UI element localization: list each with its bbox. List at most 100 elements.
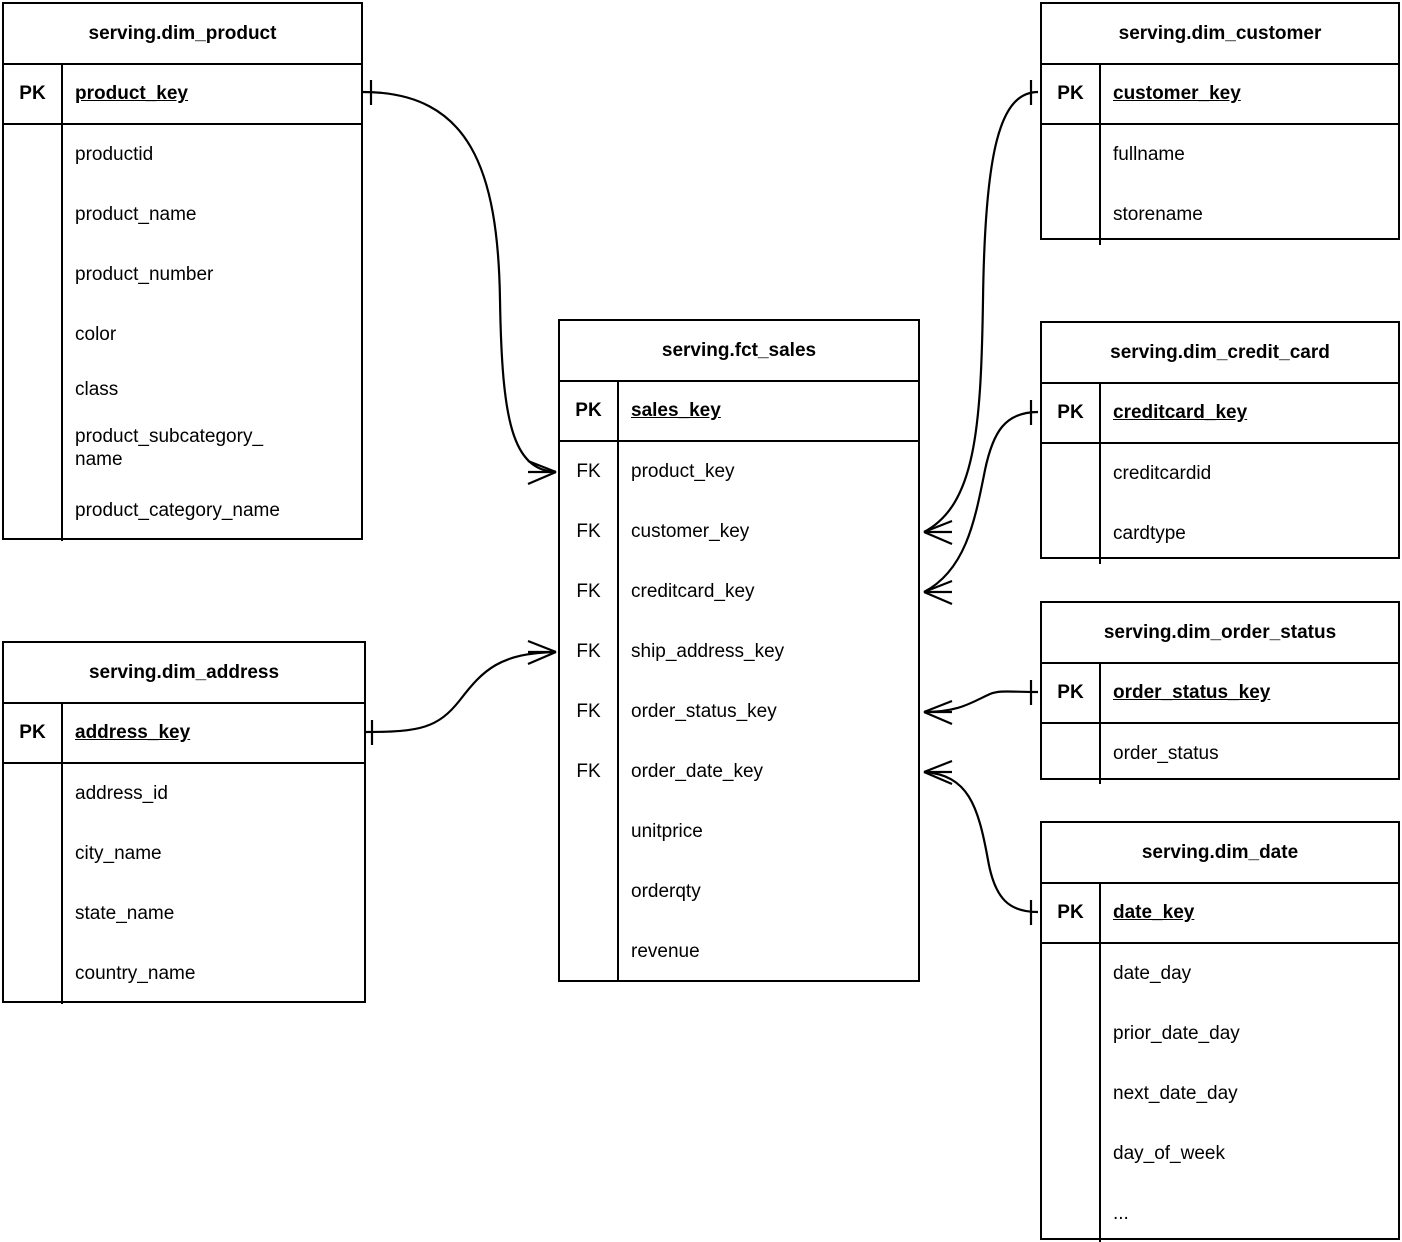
attribute-row: address_id [75,783,168,805]
attribute-gutter [560,802,619,982]
attribute-list-dim-customer: fullname storename [1101,125,1398,245]
field-row-product-key[interactable]: FK product_key [560,442,918,502]
attribute-row: product_number [75,264,214,286]
field-row-ship-address-key[interactable]: FK ship_address_key [560,622,918,682]
entity-title-dim-date: serving.dim_date [1042,823,1398,884]
key-tag-fk: FK [560,442,619,502]
attribute-row: storename [1113,204,1203,226]
field-row-order-date-key[interactable]: FK order_date_key [560,742,918,802]
relationship-product-sales [362,80,557,486]
field-name-creditcard-key: creditcard_key [631,581,755,603]
key-tag-fk: FK [560,682,619,742]
field-row-date-key[interactable]: PK date_key [1042,884,1398,944]
attribute-row: fullname [1113,144,1185,166]
field-name-customer-key: customer_key [1113,83,1241,105]
entity-title-dim-product: serving.dim_product [4,4,361,65]
attribute-row: product_name [75,204,197,226]
key-tag-fk: FK [560,742,619,802]
attribute-row: order_status [1113,743,1219,765]
attribute-row: city_name [75,843,162,865]
attribute-block-dim-credit-card: creditcardid cardtype [1042,444,1398,564]
attribute-row: color [75,324,117,346]
field-name-ship-address-key: ship_address_key [631,641,785,663]
field-name-order-status-key: order_status_key [631,701,777,723]
attribute-row: cardtype [1113,523,1186,545]
attribute-block-dim-product: productid product_name product_number co… [4,125,361,541]
field-name-order-date-key: order_date_key [631,761,764,783]
entity-dim-address[interactable]: serving.dim_address PK address_key addre… [2,641,366,1004]
field-name-address-key: address_key [75,722,191,744]
attribute-gutter [1042,444,1101,564]
key-tag-pk: PK [1042,65,1101,123]
attribute-row: ... [1113,1203,1129,1225]
entity-dim-customer[interactable]: serving.dim_customer PK customer_key ful… [1040,2,1400,245]
attribute-row: creditcardid [1113,463,1212,485]
attribute-block-fct-sales: unitprice orderqty revenue [560,802,918,982]
attribute-row: class [75,379,119,401]
attribute-row: product_category_name [75,500,280,522]
field-row-customer-key[interactable]: FK customer_key [560,502,918,562]
entity-fct-sales[interactable]: serving.fct_sales PK sales_key FK produc… [558,319,920,982]
key-tag-pk: PK [4,65,63,123]
entity-title-dim-credit-card: serving.dim_credit_card [1042,323,1398,384]
key-tag-pk: PK [1042,664,1101,722]
key-tag-pk: PK [4,704,63,762]
entity-title-dim-address: serving.dim_address [4,643,364,704]
field-name-creditcard-key: creditcard_key [1113,402,1248,424]
key-tag-pk: PK [1042,884,1101,942]
field-row-creditcard-key[interactable]: FK creditcard_key [560,562,918,622]
attribute-row: prior_date_day [1113,1023,1240,1045]
entity-dim-order-status[interactable]: serving.dim_order_status PK order_status… [1040,601,1400,784]
field-row-creditcard-key[interactable]: PK creditcard_key [1042,384,1398,444]
attribute-list-dim-address: address_id city_name state_name country_… [63,764,364,1004]
field-row-address-key[interactable]: PK address_key [4,704,364,764]
field-row-order-status-key[interactable]: FK order_status_key [560,682,918,742]
attribute-row: unitprice [631,821,703,843]
field-name-date-key: date_key [1113,902,1195,924]
attribute-list-dim-order-status: order_status [1101,724,1398,784]
key-tag-pk: PK [1042,384,1101,442]
attribute-block-dim-address: address_id city_name state_name country_… [4,764,364,1004]
attribute-gutter [1042,944,1101,1242]
attribute-list-dim-product: productid product_name product_number co… [63,125,361,541]
relationship-orderstatus-sales [923,680,1039,726]
relationship-customer-sales [923,80,1039,546]
field-name-product-key: product_key [75,83,188,105]
attribute-row: product_subcategory_ name [75,425,264,470]
entity-dim-product[interactable]: serving.dim_product PK product_key produ… [2,2,363,541]
relationship-date-sales [923,759,1039,925]
attribute-list-fct-sales: unitprice orderqty revenue [619,802,918,982]
attribute-gutter [1042,125,1101,245]
key-tag-fk: FK [560,502,619,562]
attribute-block-dim-customer: fullname storename [1042,125,1398,245]
attribute-row: orderqty [631,881,701,903]
attribute-row: state_name [75,903,175,925]
entity-title-dim-customer: serving.dim_customer [1042,4,1398,65]
attribute-row: next_date_day [1113,1083,1238,1105]
key-tag-fk: FK [560,622,619,682]
key-tag-pk: PK [560,382,619,440]
attribute-row: date_day [1113,963,1192,985]
attribute-block-dim-order-status: order_status [1042,724,1398,784]
entity-dim-credit-card[interactable]: serving.dim_credit_card PK creditcard_ke… [1040,321,1400,564]
attribute-row: country_name [75,963,196,985]
entity-title-dim-order-status: serving.dim_order_status [1042,603,1398,664]
field-name-product-key: product_key [631,461,735,483]
attribute-gutter [4,125,63,541]
attribute-block-dim-date: date_day prior_date_day next_date_day da… [1042,944,1398,1242]
attribute-list-dim-credit-card: creditcardid cardtype [1101,444,1398,564]
attribute-gutter [4,764,63,1004]
field-row-customer-key[interactable]: PK customer_key [1042,65,1398,125]
attribute-row: revenue [631,941,700,963]
relationship-address-sales [365,639,557,745]
field-row-order-status-key[interactable]: PK order_status_key [1042,664,1398,724]
attribute-gutter [1042,724,1101,784]
field-row-sales-key[interactable]: PK sales_key [560,382,918,442]
attribute-row: day_of_week [1113,1143,1225,1165]
field-name-sales-key: sales_key [631,400,721,422]
entity-dim-date[interactable]: serving.dim_date PK date_key date_day pr… [1040,821,1400,1242]
field-row-product-key[interactable]: PK product_key [4,65,361,125]
attribute-row: productid [75,144,154,166]
attribute-list-dim-date: date_day prior_date_day next_date_day da… [1101,944,1398,1242]
